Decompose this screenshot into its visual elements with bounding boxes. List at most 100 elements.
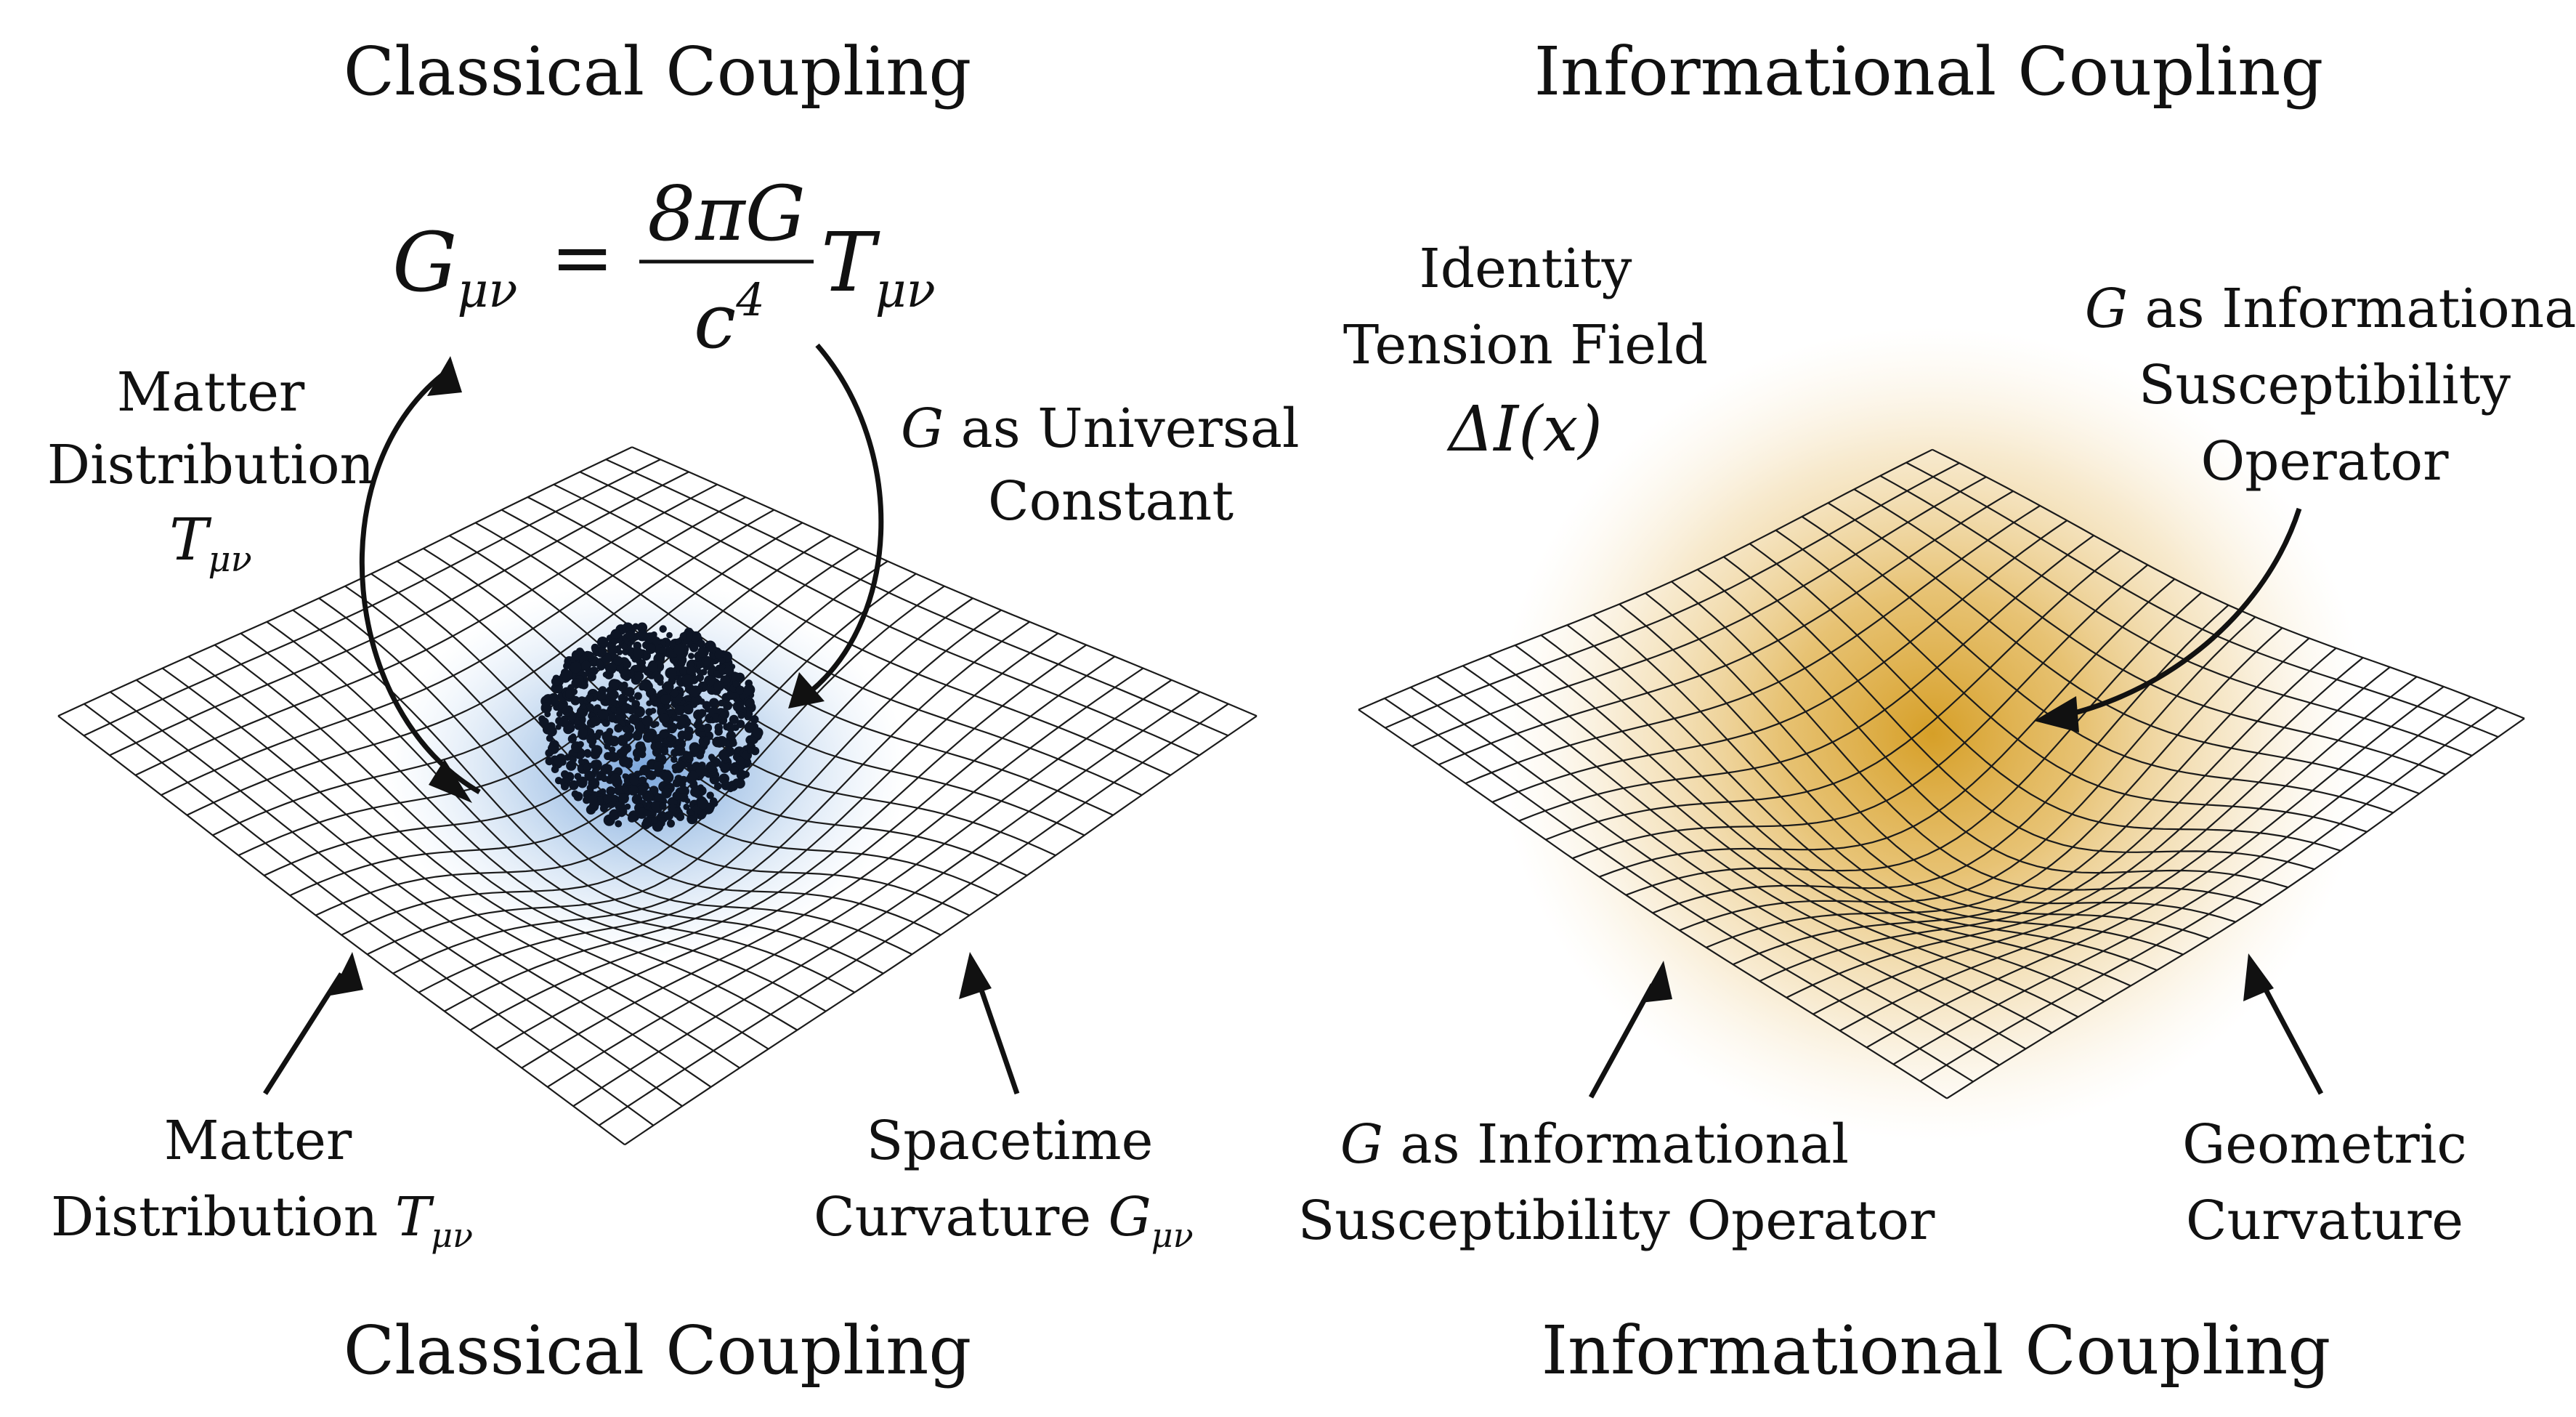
equation-rhs: T <box>821 216 880 310</box>
grid-line <box>1679 616 2256 932</box>
matter-particle <box>584 751 591 758</box>
matter-particle <box>690 787 700 797</box>
matter-particle <box>687 770 699 782</box>
grid-line <box>1839 676 2418 1032</box>
matter-particle <box>640 679 652 691</box>
matter-particle <box>713 712 719 719</box>
matter-particle <box>667 819 675 828</box>
grid-line <box>392 609 1002 974</box>
matter-particle <box>575 647 584 655</box>
matter-particle <box>713 670 720 677</box>
matter-particle <box>622 648 629 655</box>
matter-particle <box>718 749 730 761</box>
equation-lhs-sub: μν <box>457 262 517 318</box>
matter-particle <box>661 788 672 799</box>
matter-particle <box>577 740 584 748</box>
matter-particle <box>614 724 623 733</box>
grid-line <box>572 691 1201 1107</box>
matter-particle <box>634 728 644 737</box>
matter-particle <box>697 646 709 658</box>
matter-particle <box>744 722 756 733</box>
matter-particle <box>614 785 625 796</box>
matter-particle <box>671 690 679 698</box>
matter-particle <box>683 731 693 741</box>
matter-particle <box>583 763 592 772</box>
svg-text:Gμν: Gμν <box>392 216 517 318</box>
grid-line <box>1905 461 2499 738</box>
svg-text:Distribution: Distribution <box>47 434 374 496</box>
matter-particle <box>564 754 571 762</box>
grid-line <box>444 632 1059 1012</box>
right-arrows <box>1588 507 2324 1099</box>
matter-particle <box>713 680 724 692</box>
svg-text:Spacetime: Spacetime <box>867 1110 1154 1172</box>
matter-particle <box>703 655 712 664</box>
matter-particle <box>619 756 630 767</box>
grid-line <box>418 621 1030 993</box>
matter-particle <box>714 723 723 732</box>
matter-particle <box>570 756 577 764</box>
matter-particle <box>647 661 658 673</box>
matter-particle-cluster <box>538 622 764 832</box>
label-identity-tension-field: Identity Tension Field ΔI(x) <box>1343 238 1708 466</box>
label-matter-distribution-top: Matter Distribution Tμν <box>47 361 374 580</box>
matter-particle <box>610 629 621 639</box>
matter-particle <box>605 662 617 674</box>
matter-particle <box>624 687 635 698</box>
matter-particle <box>540 702 552 714</box>
matter-particle <box>618 685 625 692</box>
equation-numerator: 8πG <box>647 169 806 258</box>
svg-text:Susceptibility Operator: Susceptibility Operator <box>1298 1190 1935 1252</box>
matter-particle <box>670 677 676 684</box>
matter-particle <box>676 760 686 771</box>
matter-particle <box>632 748 643 759</box>
matter-particle <box>574 772 582 780</box>
grid-line <box>1932 448 2525 719</box>
grid-line <box>579 471 1200 756</box>
grid-line <box>1697 568 2289 889</box>
matter-particle <box>633 770 641 778</box>
grid-line <box>397 560 999 897</box>
matter-particle <box>660 746 669 754</box>
matter-particle <box>684 798 691 804</box>
matter-particle <box>625 630 635 639</box>
matter-particle <box>676 812 685 821</box>
matter-particle <box>595 690 607 702</box>
matter-particle <box>634 671 644 682</box>
matter-particle <box>613 655 623 666</box>
matter-particle <box>659 647 667 654</box>
matter-particle <box>737 711 745 719</box>
matter-particle <box>667 723 677 734</box>
matter-particle <box>562 670 573 682</box>
matter-particle <box>553 740 559 747</box>
matter-particle <box>655 741 663 749</box>
matter-particle <box>631 656 639 663</box>
matter-particle <box>674 705 685 716</box>
grid-line <box>1827 502 2420 795</box>
matter-particle <box>726 730 737 741</box>
matter-particle <box>676 654 687 666</box>
matter-particle <box>581 661 591 671</box>
equation-equals: = <box>551 213 614 302</box>
matter-particle <box>675 738 684 747</box>
matter-particle <box>688 810 694 816</box>
matter-particle <box>639 659 647 666</box>
svg-text:Curvature Gμν: Curvature Gμν <box>814 1186 1194 1255</box>
left-title-bottom: Classical Coupling <box>344 1312 971 1389</box>
matter-particle <box>686 666 697 676</box>
matter-particle <box>697 708 707 718</box>
matter-particle <box>709 698 719 708</box>
grid-line <box>370 573 970 916</box>
matter-particle <box>705 675 717 687</box>
svg-text:Constant: Constant <box>988 470 1234 533</box>
left-arrows <box>263 343 1020 1095</box>
matter-particle <box>679 632 687 640</box>
grid-line <box>631 446 1257 717</box>
matter-particle <box>734 778 745 789</box>
matter-particle <box>586 784 594 792</box>
matter-particle <box>584 770 595 781</box>
matter-particle <box>714 649 725 660</box>
matter-particle <box>590 716 602 727</box>
label-spacetime-curvature: Spacetime Curvature Gμν <box>814 1110 1194 1255</box>
matter-particle <box>678 719 686 727</box>
